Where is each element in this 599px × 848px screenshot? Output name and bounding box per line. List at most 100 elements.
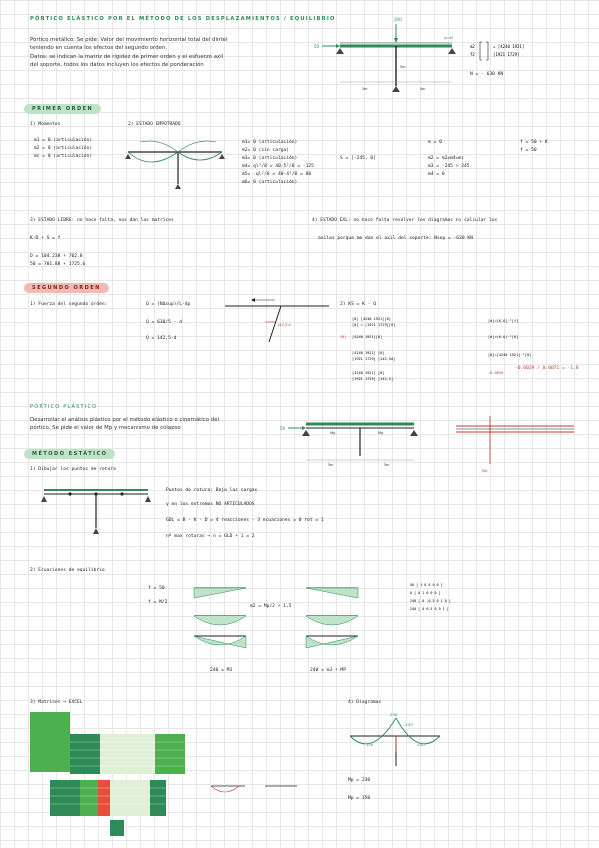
- excel-screenshot: [30, 712, 200, 842]
- svg-text:[4240 1921] [0]: [4240 1921] [0]: [352, 351, 384, 355]
- frame1-height: 5m: [400, 65, 406, 69]
- svg-text:[0]=[4240 1921]⁻¹[0]: [0]=[4240 1921]⁻¹[0]: [488, 353, 531, 357]
- primer-m2: m2 = 0 (articulación): [34, 146, 93, 151]
- intro-line-4: del soporte, todos los datos incluyen lo…: [30, 62, 204, 69]
- svg-text:[d]=(K-Q)⁻¹[0]: [d]=(K-Q)⁻¹[0]: [488, 335, 518, 339]
- metodo-eq3: m2 = Mp/2 + 1,5: [250, 604, 292, 609]
- svg-text:[0] [4240 1921][0]: [0] [4240 1921][0]: [352, 317, 391, 321]
- empotrado-e2: m2= 0 (sin carga): [242, 148, 290, 153]
- intro-line-2: teniendo en cuenta los efectos del segun…: [30, 45, 167, 52]
- intro-text: Pórtico metálico. Se pide: Valor del mov…: [30, 36, 310, 70]
- diag-c1: Mp = 230: [348, 778, 371, 783]
- libre-h4: 4) ESTADO EXL: no hace falta resolver lo…: [312, 218, 498, 223]
- plastic-load: 50: [280, 426, 286, 431]
- axial-force-label: N = - 630 KN: [470, 72, 504, 77]
- metodo-p1: Puntos de rotura: Bajo las cargas: [166, 488, 258, 493]
- metodo-h4: 4) Diagramas: [348, 700, 382, 705]
- segundo-h1: 1) Fuerza del segundo orden:: [30, 302, 108, 307]
- metodo-h2: 2) Ecuaciones de equilibrio: [30, 568, 105, 573]
- frame1-span-left: 5m: [362, 87, 368, 91]
- frame-diagram-1: 200 50 5m 4m 5m q=40: [314, 17, 456, 92]
- svg-text:f2: f2: [470, 52, 475, 57]
- segundo-h2: 2) KS = K - Q: [340, 302, 376, 307]
- metodo-p3: GDL = B - K - D = 4 reacciones - 3 ecuac…: [166, 518, 324, 523]
- svg-text:142,5·d: 142,5·d: [277, 323, 291, 327]
- libre-h4b: axiles porque me dan el axil del soporte…: [318, 236, 473, 241]
- empotrado-e4: m4= ql²/8 = 40·5²/8 = -125: [242, 164, 314, 169]
- svg-text:[0]: [0]: [340, 335, 347, 339]
- diag-v3: 150: [366, 742, 374, 747]
- diag-c2: Mp = 150: [348, 796, 371, 801]
- res-r4: m4 = 0: [428, 172, 445, 177]
- fixed-state-diagram: [125, 140, 225, 189]
- stiffness-matrix: m2 f2 = [4240 1921] [1921 1729]: [470, 41, 524, 61]
- metodo-p4: nº max roturas → n = GLD + 1 = 2: [166, 534, 255, 539]
- plastic-right-label: Mp: [482, 469, 488, 473]
- empotrado-e3: m3= 0 (articulación): [242, 156, 298, 161]
- metodo-p2: y en los extremos NO ARTICULADOS: [166, 502, 255, 507]
- frame1-load-left: 50: [314, 44, 320, 49]
- libre-d1: D = 104.238 + 702.8: [30, 254, 83, 259]
- excel-side-sketch: [210, 785, 297, 793]
- svg-text:-0.0029: -0.0029: [488, 371, 503, 375]
- svg-text:[1921 1729] [142,5d]: [1921 1729] [142,5d]: [352, 357, 395, 361]
- empotrado-e5: m5= -ql²/8 = 40·4²/8 = 80: [242, 172, 312, 177]
- metodo-eq4: 240 = M3: [210, 668, 233, 673]
- svg-text:[4240 1921] [0]: [4240 1921] [0]: [352, 371, 384, 375]
- equilibrium-matrix: 50 [ 1 0 0 0 0 ] 0 [ 0 1 0 0 0 ] 240 [ 0…: [410, 583, 451, 611]
- empotrado-e6: m6= 0 (articulación): [242, 180, 298, 185]
- plastic-frame-diagram: 50 Mp Mp 5m 5m: [280, 422, 418, 467]
- svg-text:[1921 1729] [142,5]: [1921 1729] [142,5]: [352, 377, 393, 381]
- res-r1: m = 0: [428, 140, 442, 145]
- libre-h3: 3) ESTADO LIBRE: no hace falta, nos dan …: [30, 218, 174, 223]
- svg-text:240 [ 0 0.5 0 0 1 ]: 240 [ 0 0.5 0 0 1 ]: [410, 607, 449, 611]
- moment-diagram: 230 -230 150 -150: [349, 712, 441, 766]
- primer-m3: mc = 0 (articulación): [34, 154, 93, 159]
- frame1-load-top: 200: [394, 17, 402, 22]
- intro-line-1: Pórtico metálico. Se pide: Valor del mov…: [30, 37, 228, 43]
- res-r2: m2 = m2=m4=mc: [428, 156, 464, 161]
- plastico-line-2: pórtico. Se pide el valor de Mp y mecani…: [30, 425, 181, 432]
- rotura-diagram: [41, 489, 151, 534]
- empotrado-e1: m1= 0 (articulación): [242, 140, 298, 145]
- second-order-sketch: 142,5·d: [225, 298, 329, 343]
- intro-line-3: Datos: se indican la matriz de rigidez d…: [30, 53, 224, 60]
- res-r3: m3 = -245 + 245: [428, 164, 470, 169]
- frame1-q: q=40: [444, 36, 453, 40]
- svg-text:240 [ 0 -0.5 0 1 0 ]: 240 [ 0 -0.5 0 1 0 ]: [410, 599, 451, 603]
- section-primer-orden: PRIMER ORDEN: [24, 104, 102, 114]
- page-title: PÓRTICO ELÁSTICO POR EL MÉTODO DE LOS DE…: [30, 16, 336, 22]
- svg-text:[1921 1729]: [1921 1729]: [493, 52, 520, 57]
- diag-v4: -150: [416, 742, 425, 747]
- svg-text:0 [ 0 1 0 0 0 ]: 0 [ 0 1 0 0 0 ]: [410, 591, 441, 595]
- primer-m1: m1 = 0 (articulación): [34, 138, 93, 143]
- plastico-text: Desarrollar el análisis plástico por el …: [30, 416, 280, 433]
- primer-h1: 1) Momentos: [30, 122, 61, 127]
- segundo-result: -0.0029 / 0.0071 = -1.8: [515, 366, 579, 371]
- metodo-eq1: f = 50: [148, 586, 165, 591]
- plastic-mp-left: Mp: [330, 431, 336, 435]
- svg-text:50 [ 1 0 0 0 0 ]: 50 [ 1 0 0 0 0 ]: [410, 583, 443, 587]
- res-f1: f = 50 + K: [520, 140, 548, 145]
- second-order-matrices: [0] [4240 1921][0] [0] = [1921 1729][0] …: [340, 317, 395, 381]
- libre-eq: K·D + S = f: [30, 236, 61, 241]
- plastic-frame-sketch-red: Mp: [456, 416, 574, 473]
- libre-d2: 50 = 701.88 + 1725.6: [30, 262, 86, 267]
- section-portico-plastico: PÓRTICO PLÁSTICO: [30, 404, 98, 410]
- section-segundo-orden: SEGUNDO ORDEN: [24, 283, 109, 293]
- equilibrium-diagrams: [193, 587, 359, 649]
- diag-v1: 230: [390, 712, 398, 717]
- plastic-span-2: 5m: [384, 463, 390, 467]
- section-metodo-estatico: MÉTODO ESTÁTICO: [24, 449, 116, 459]
- segundo-q3: Q = 142,5·d: [146, 336, 177, 341]
- diag-v2: -230: [404, 722, 413, 727]
- excel-header-block: [30, 712, 70, 772]
- segundo-q2: Q = 630/5 · d: [146, 320, 182, 325]
- svg-text:[d]=[K-Q]⁻¹[f]: [d]=[K-Q]⁻¹[f]: [488, 319, 518, 323]
- svg-text:m2: m2: [470, 44, 475, 49]
- empotrado-vector: S = [-245, 0]: [340, 156, 376, 161]
- res-f2: f = 50: [520, 148, 537, 153]
- metodo-eq5: 240 = m3 + MP: [310, 668, 346, 673]
- metodo-eq2: f = M/2: [148, 600, 168, 605]
